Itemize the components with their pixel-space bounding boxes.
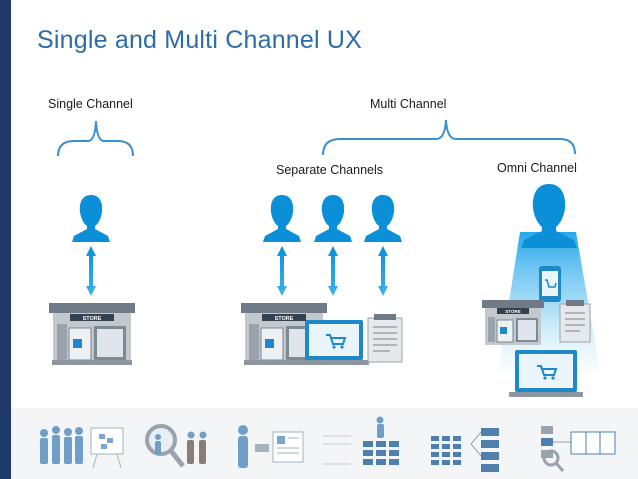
card-sort-icon [323, 416, 399, 465]
slide-title: Single and Multi Channel UX [37, 26, 363, 54]
tree-structure-icon [470, 428, 499, 472]
double-arrow-icon [86, 246, 96, 296]
label-multi-channel: Multi Channel [370, 97, 447, 111]
document-icon [255, 431, 304, 463]
person-icon [72, 195, 110, 242]
person-icon [263, 195, 301, 242]
double-arrow-icon [277, 246, 287, 296]
laptop-cart-icon [299, 320, 369, 365]
label-omni-channel: Omni Channel [497, 161, 577, 175]
magnifier-icon [542, 449, 565, 472]
bottom-thumbnail-strip [11, 408, 638, 479]
people-group-icon [40, 426, 83, 464]
store-sign: STORE [275, 316, 294, 322]
store-sign: STORE [505, 309, 520, 314]
document-icon [367, 314, 403, 363]
brace-multi-channel [322, 119, 576, 156]
double-arrow-icon [378, 246, 388, 296]
store-icon: STORE [482, 300, 544, 345]
channel-diagram: STORE STORE [49, 119, 600, 397]
magnifier-icon [145, 424, 185, 468]
store-sign: STORE [83, 316, 102, 322]
whiteboard-icon [90, 427, 124, 469]
person-icon [521, 184, 577, 248]
phone-cart-icon [539, 266, 561, 302]
brace-single-channel [57, 120, 134, 157]
card-grid-icon [431, 436, 461, 465]
label-single-channel: Single Channel [48, 97, 133, 111]
laptop-cart-icon [509, 350, 583, 397]
people-group-icon [155, 431, 207, 464]
left-accent-bar [0, 0, 11, 479]
document-icon [559, 300, 591, 343]
person-icon [364, 195, 402, 242]
double-arrow-icon [328, 246, 338, 296]
person-icon [314, 195, 352, 242]
person-icon [238, 425, 248, 468]
store-icon: STORE [49, 303, 135, 365]
label-separate-channels: Separate Channels [276, 163, 384, 177]
